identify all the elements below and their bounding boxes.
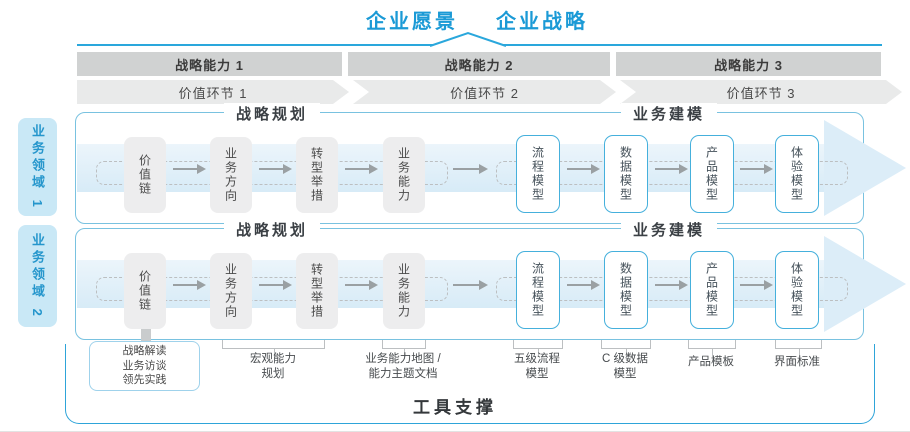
deliverable-line: 能力主题文档 bbox=[368, 368, 438, 381]
model-dashed-track bbox=[496, 277, 848, 301]
domain-label-1: 业务领域 1 bbox=[18, 118, 57, 216]
deliverable-line: 宏观能力 bbox=[250, 353, 296, 365]
node-data-model: 数据模型 bbox=[604, 135, 648, 213]
bracket-connector bbox=[222, 340, 325, 357]
node-transformation-initiatives: 转型举措 bbox=[296, 253, 338, 329]
node-business-capability: 业务能力 bbox=[383, 137, 425, 213]
bracket-connector bbox=[601, 340, 651, 357]
flow-arrow-icon bbox=[453, 280, 488, 290]
model-section-title: 业务建模 bbox=[620, 219, 718, 240]
flow-arrow-icon bbox=[345, 280, 378, 290]
node-value-chain: 价值链 bbox=[124, 253, 166, 329]
node-business-direction: 业务方向 bbox=[210, 253, 252, 329]
plan-dashed-track bbox=[96, 277, 448, 301]
plan-section-title: 战略规划 bbox=[223, 103, 321, 124]
header-caret-icon bbox=[429, 31, 507, 47]
deliverable-line: 规划 bbox=[261, 368, 285, 381]
node-experience-model: 体验模型 bbox=[775, 251, 819, 329]
deliverable-line: 产品模板 bbox=[688, 356, 734, 368]
deliverable-line: C 级数据 bbox=[602, 353, 648, 365]
deliverable-product-template: 产品模板 bbox=[688, 355, 734, 370]
inputs-line: 领先实践 bbox=[122, 374, 167, 387]
plan-section-title: 战略规划 bbox=[223, 219, 321, 240]
flow-arrow-icon bbox=[173, 164, 206, 174]
value-label: 价值环节 1 bbox=[178, 85, 248, 101]
vision-title: 企业愿景 bbox=[366, 11, 458, 33]
flow-arrow-icon bbox=[259, 164, 292, 174]
node-business-capability: 业务能力 bbox=[383, 253, 425, 329]
flow-arrow-icon bbox=[655, 164, 688, 174]
deliverable-capability-map: 业务能力地图 / 能力主题文档 bbox=[365, 352, 440, 382]
deliverable-line: 业务能力地图 / bbox=[365, 353, 441, 365]
node-value-chain: 价值链 bbox=[124, 137, 166, 213]
deliverable-line: 界面标准 bbox=[774, 356, 820, 368]
value-chevron-3: 价值环节 3 bbox=[620, 80, 902, 104]
capability-segment-3: 战略能力 3 bbox=[616, 52, 881, 76]
up-arrow-shaft bbox=[141, 326, 151, 341]
domain-panel-2: 战略规划 业务建模 价值链 业务方向 转型举措 业务能力 流程模型 数据模型 产… bbox=[75, 219, 906, 340]
flow-arrow-icon bbox=[567, 280, 600, 290]
model-section-title: 业务建模 bbox=[620, 103, 718, 124]
node-experience-model: 体验模型 bbox=[775, 135, 819, 213]
tool-support-title: 工具支撑 bbox=[413, 398, 497, 417]
node-data-model: 数据模型 bbox=[604, 251, 648, 329]
model-dashed-track bbox=[496, 161, 848, 185]
deliverable-ui-standard: 界面标准 bbox=[774, 355, 820, 370]
plan-dashed-track bbox=[96, 161, 448, 185]
flow-arrow-icon bbox=[740, 164, 773, 174]
node-product-model: 产品模型 bbox=[690, 135, 734, 213]
domain-panel-1: 战略规划 业务建模 价值链 业务方向 转型举措 业务能力 流程模型 数据模型 产… bbox=[75, 103, 906, 224]
tool-support-container bbox=[65, 344, 875, 424]
flow-arrow-icon bbox=[567, 164, 600, 174]
node-transformation-initiatives: 转型举措 bbox=[296, 137, 338, 213]
flow-band-arrowhead-icon bbox=[824, 236, 906, 332]
flow-arrow-icon bbox=[345, 164, 378, 174]
deliverable-line: 模型 bbox=[613, 368, 637, 381]
bracket-connector bbox=[513, 340, 563, 357]
node-process-model: 流程模型 bbox=[516, 135, 560, 213]
capability-label: 战略能力 1 bbox=[175, 57, 244, 73]
value-chevron-2: 价值环节 2 bbox=[353, 80, 616, 104]
deliverable-line: 五级流程 bbox=[514, 353, 560, 365]
diagram-header: 企业愿景 企业战略 bbox=[0, 5, 910, 34]
bracket-connector bbox=[382, 340, 426, 357]
capability-segment-2: 战略能力 2 bbox=[348, 52, 610, 76]
inputs-callout-box: 战略解读 业务访谈 领先实践 bbox=[89, 341, 200, 391]
value-chevron-1: 价值环节 1 bbox=[77, 80, 349, 104]
flow-arrow-icon bbox=[655, 280, 688, 290]
capability-label: 战略能力 3 bbox=[714, 57, 783, 73]
flow-arrow-icon bbox=[740, 280, 773, 290]
capability-label: 战略能力 2 bbox=[444, 57, 514, 73]
bracket-connector bbox=[775, 340, 822, 357]
value-label: 价值环节 2 bbox=[450, 85, 519, 101]
inputs-line: 业务访谈 bbox=[122, 359, 167, 372]
flow-arrow-icon bbox=[173, 280, 206, 290]
bracket-connector bbox=[688, 340, 736, 357]
node-product-model: 产品模型 bbox=[690, 251, 734, 329]
strategy-title: 企业战略 bbox=[496, 11, 588, 33]
domain-label-2: 业务领域 2 bbox=[18, 225, 57, 327]
value-label: 价值环节 3 bbox=[726, 85, 796, 101]
flow-arrow-icon bbox=[259, 280, 292, 290]
flow-arrow-icon bbox=[453, 164, 488, 174]
deliverable-macro-capability: 宏观能力 规划 bbox=[250, 352, 296, 382]
node-process-model: 流程模型 bbox=[516, 251, 560, 329]
deliverable-c-level-data-model: C 级数据 模型 bbox=[602, 352, 648, 382]
deliverable-process-model: 五级流程 模型 bbox=[514, 352, 560, 382]
flow-band-arrowhead-icon bbox=[824, 120, 906, 216]
capability-segment-1: 战略能力 1 bbox=[77, 52, 342, 76]
inputs-line: 战略解读 bbox=[122, 344, 167, 357]
deliverable-line: 模型 bbox=[525, 368, 549, 381]
node-business-direction: 业务方向 bbox=[210, 137, 252, 213]
